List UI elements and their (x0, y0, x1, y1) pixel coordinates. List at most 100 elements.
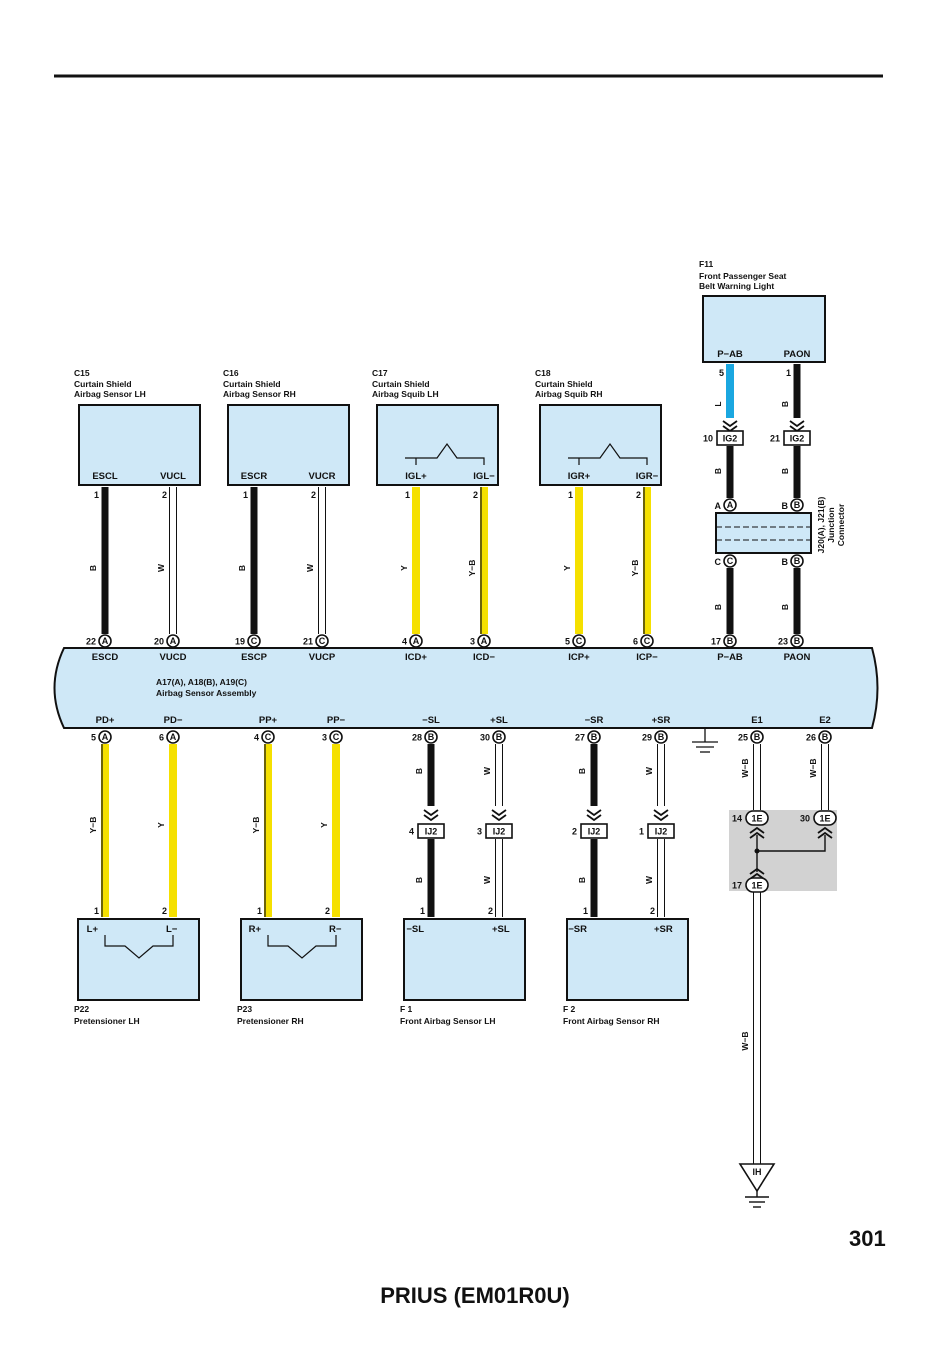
wire-color-3-1: Y−B (630, 560, 640, 577)
wire-color-1-0: B (237, 565, 247, 571)
jc-bot-0-letter: C (727, 556, 734, 566)
bottom-ij-3-1-label: IJ2 (655, 827, 668, 837)
f11-assembly-connector-1-pin: 23 (778, 637, 788, 647)
ground-main-wire-color: W−B (740, 1031, 750, 1050)
bottom-assembly-connector-3-0-letter: B (591, 732, 598, 742)
bottom-wire-color-0-0: Y−B (88, 817, 98, 834)
ground-connector-1-pin: 26 (806, 733, 816, 743)
bottom-code-3: F 2 (563, 1004, 576, 1014)
jc-top-1-letter: B (794, 500, 801, 510)
bottom-pin-0-1: 2 (162, 906, 167, 916)
bottom-terminal-1-1: R− (329, 924, 342, 935)
terminal-2-0: IGL+ (405, 471, 427, 482)
jc-top-0-letter: A (727, 500, 734, 510)
bottom-wire-color-1-0: Y−B (251, 817, 261, 834)
bottom-chevron-2-0-1 (423, 814, 439, 822)
bottom-name-0: Pretensioner LH (74, 1016, 140, 1026)
bottom-chevron-2-0-0 (423, 809, 439, 817)
bottom-assembly-connector-1-1 (329, 730, 343, 744)
bottom-component-box-3 (566, 918, 689, 1001)
airbag-sensor-assembly-body (53, 647, 879, 729)
bottom-assembly-connector-1-0-pin: 4 (254, 733, 259, 743)
component-code-3: C18 (535, 368, 551, 378)
assembly-terminal-0-1: VUCD (160, 652, 187, 663)
bottom-assembly-connector-2-1-letter: B (496, 732, 503, 742)
assembly-connector-2-1-letter: A (481, 636, 488, 646)
f11-chevron-0-0 (722, 420, 738, 428)
ground-wire-color-1: W−B (808, 758, 818, 777)
bottom-assembly-connector-3-1-pin: 29 (642, 733, 652, 743)
f11-pin-1: 1 (786, 368, 791, 378)
bottom-code-0: P22 (74, 1004, 89, 1014)
bottom-wire-b-color-2-0: B (414, 877, 424, 883)
assembly-terminal-2-1: ICD− (473, 652, 495, 663)
bottom-terminal-3-1: +SR (654, 924, 673, 935)
wire-color-3-0: Y (562, 565, 572, 571)
bottom-component-box-2 (403, 918, 526, 1001)
assembly-connector-3-1-letter: C (644, 636, 651, 646)
bottom-assembly-terminal-3-0: −SR (585, 715, 604, 726)
terminal-1-1: VUCR (309, 471, 336, 482)
component-name-1-b: Airbag Sensor RH (223, 389, 296, 399)
junction-label-0: J20(A), J21(B) (816, 496, 826, 553)
component-name-1-a: Curtain Shield (223, 379, 281, 389)
bottom-ij-2-0-label: IJ2 (425, 827, 438, 837)
bottom-component-box-0 (77, 918, 200, 1001)
pin-number-0-1: 2 (162, 490, 167, 500)
f11-ij-1-label: IG2 (790, 434, 805, 444)
bottom-pin-3-0: 1 (583, 906, 588, 916)
assembly-connector-3-0-pin: 5 (565, 637, 570, 647)
bottom-assembly-terminal-1-1: PP− (327, 715, 346, 726)
ground-point-triangle (738, 1163, 776, 1193)
wire-color-2-1: Y−B (467, 560, 477, 577)
jc-bot-0 (723, 554, 737, 568)
assembly-connector-0-0-letter: A (102, 636, 109, 646)
bottom-terminal-1-0: R+ (249, 924, 262, 935)
f11-assembly-terminal-0: P−AB (717, 652, 743, 663)
ground-joint-0 (745, 810, 769, 826)
bottom-name-2: Front Airbag Sensor LH (400, 1016, 496, 1026)
bottom-assembly-terminal-2-1: +SL (490, 715, 508, 726)
bottom-assembly-connector-2-1 (492, 730, 506, 744)
ground-connector-0-letter: B (754, 732, 761, 742)
bottom-assembly-connector-0-1-letter: A (170, 732, 177, 742)
f11-terminal-0: P−AB (717, 349, 743, 360)
pretensioner-symbol-1 (267, 935, 337, 959)
ground-chevron-0-0 (749, 831, 765, 839)
bottom-assembly-terminal-0-1: PD− (164, 715, 183, 726)
wire-color-0-0: B (88, 565, 98, 571)
component-name-2-b: Airbag Squib LH (372, 389, 439, 399)
jc-top-letter-0: A (715, 501, 722, 511)
bottom-wire-b-color-2-1: W (482, 875, 492, 884)
bottom-ij-2-1-pin: 3 (477, 827, 482, 837)
f11-terminal-1: PAON (784, 349, 811, 360)
f11-box (702, 295, 826, 363)
bottom-ij-3-1-pin: 1 (639, 827, 644, 837)
bottom-assembly-connector-2-0-pin: 28 (412, 733, 422, 743)
ground-connector-0 (750, 730, 764, 744)
assembly-terminal-0-0: ESCD (92, 652, 119, 663)
assembly-connector-3-1-pin: 6 (633, 637, 638, 647)
pin-number-2-0: 1 (405, 490, 410, 500)
component-name-2-a: Curtain Shield (372, 379, 430, 389)
bottom-assembly-connector-3-1-letter: B (658, 732, 665, 742)
bottom-chevron-3-0-0 (586, 809, 602, 817)
ground-terminal-0: E1 (751, 715, 763, 726)
pin-number-2-1: 2 (473, 490, 478, 500)
assembly-connector-2-0-pin: 4 (402, 637, 407, 647)
ground-joint-1-label: 1E (819, 814, 830, 824)
f11-chevron-1-0 (789, 420, 805, 428)
wire-color-0-1: W (156, 563, 166, 572)
ground-point-label: IH (753, 1167, 762, 1177)
ground-joint-1-pin: 30 (800, 814, 810, 824)
bottom-assembly-connector-0-0 (98, 730, 112, 744)
assembly-connector-1-0-pin: 19 (235, 637, 245, 647)
bottom-name-1: Pretensioner RH (237, 1016, 304, 1026)
component-box-0 (78, 404, 201, 486)
bottom-pin-2-1: 2 (488, 906, 493, 916)
assembly-label-a: A17(A), A18(B), A19(C) (156, 677, 247, 687)
bottom-assembly-connector-1-0 (261, 730, 275, 744)
junction-connector-box (715, 512, 812, 554)
bottom-terminal-0-0: L+ (87, 924, 99, 935)
